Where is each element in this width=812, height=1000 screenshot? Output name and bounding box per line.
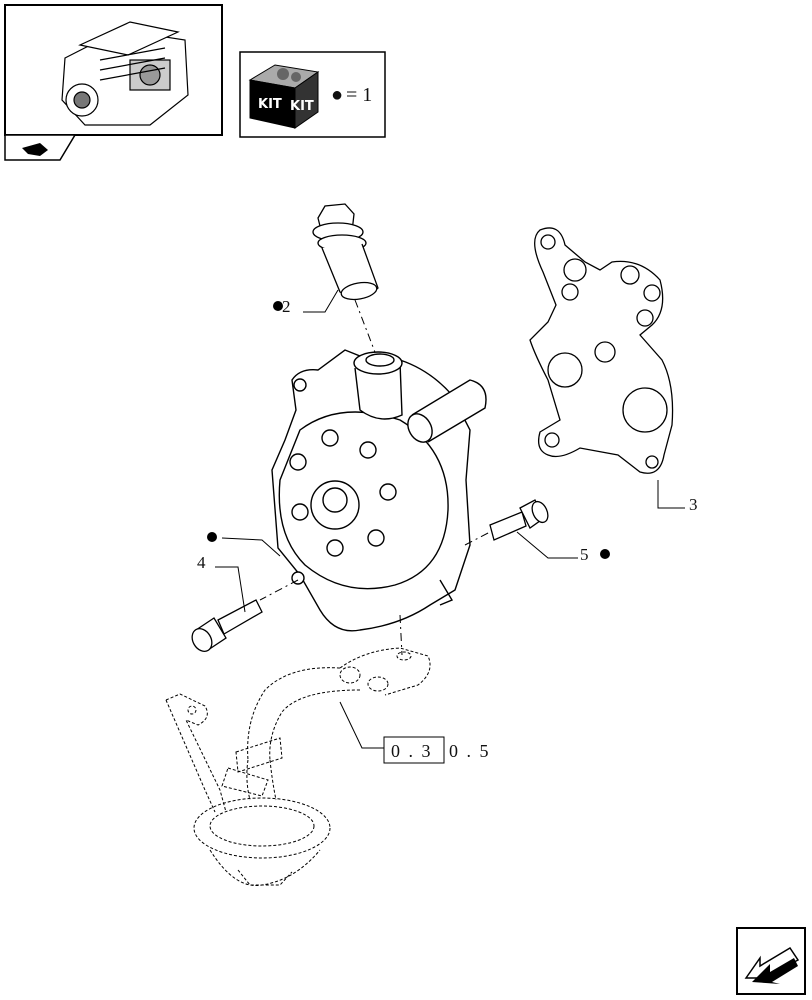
callouts: 2 3 4 5	[197, 297, 698, 572]
kit-marker-2	[273, 301, 283, 311]
reference-boxed: 0 . 3	[391, 741, 433, 761]
kit-equals: = 1	[346, 84, 372, 106]
screw-part-5	[489, 499, 549, 541]
callout-3: 3	[689, 495, 698, 514]
gasket-part	[529, 227, 674, 474]
kit-symbol: ●	[331, 84, 343, 106]
kit-marker-pump	[207, 532, 217, 542]
kit-box-icon	[248, 64, 320, 129]
engine-thumbnail-icon[interactable]	[4, 4, 223, 161]
reference-link[interactable]: 0 . 3 0 . 5	[383, 736, 491, 764]
callout-2: 2	[282, 297, 291, 316]
oil-pump-body	[271, 349, 487, 632]
kit-marker-5	[600, 549, 610, 559]
leader-lines	[215, 289, 685, 749]
kit-label-left: KIT	[258, 97, 282, 112]
callout-4: 4	[197, 553, 206, 572]
suction-pipe	[165, 647, 431, 887]
callout-5: 5	[580, 545, 589, 564]
screw-part-4	[191, 599, 263, 652]
next-page-arrow-icon[interactable]	[736, 927, 806, 995]
reference-rest: 0 . 5	[449, 741, 491, 761]
plug-part	[312, 203, 379, 301]
kit-legend: KIT KIT ● = 1	[239, 51, 386, 138]
kit-label-right: KIT	[290, 99, 314, 114]
